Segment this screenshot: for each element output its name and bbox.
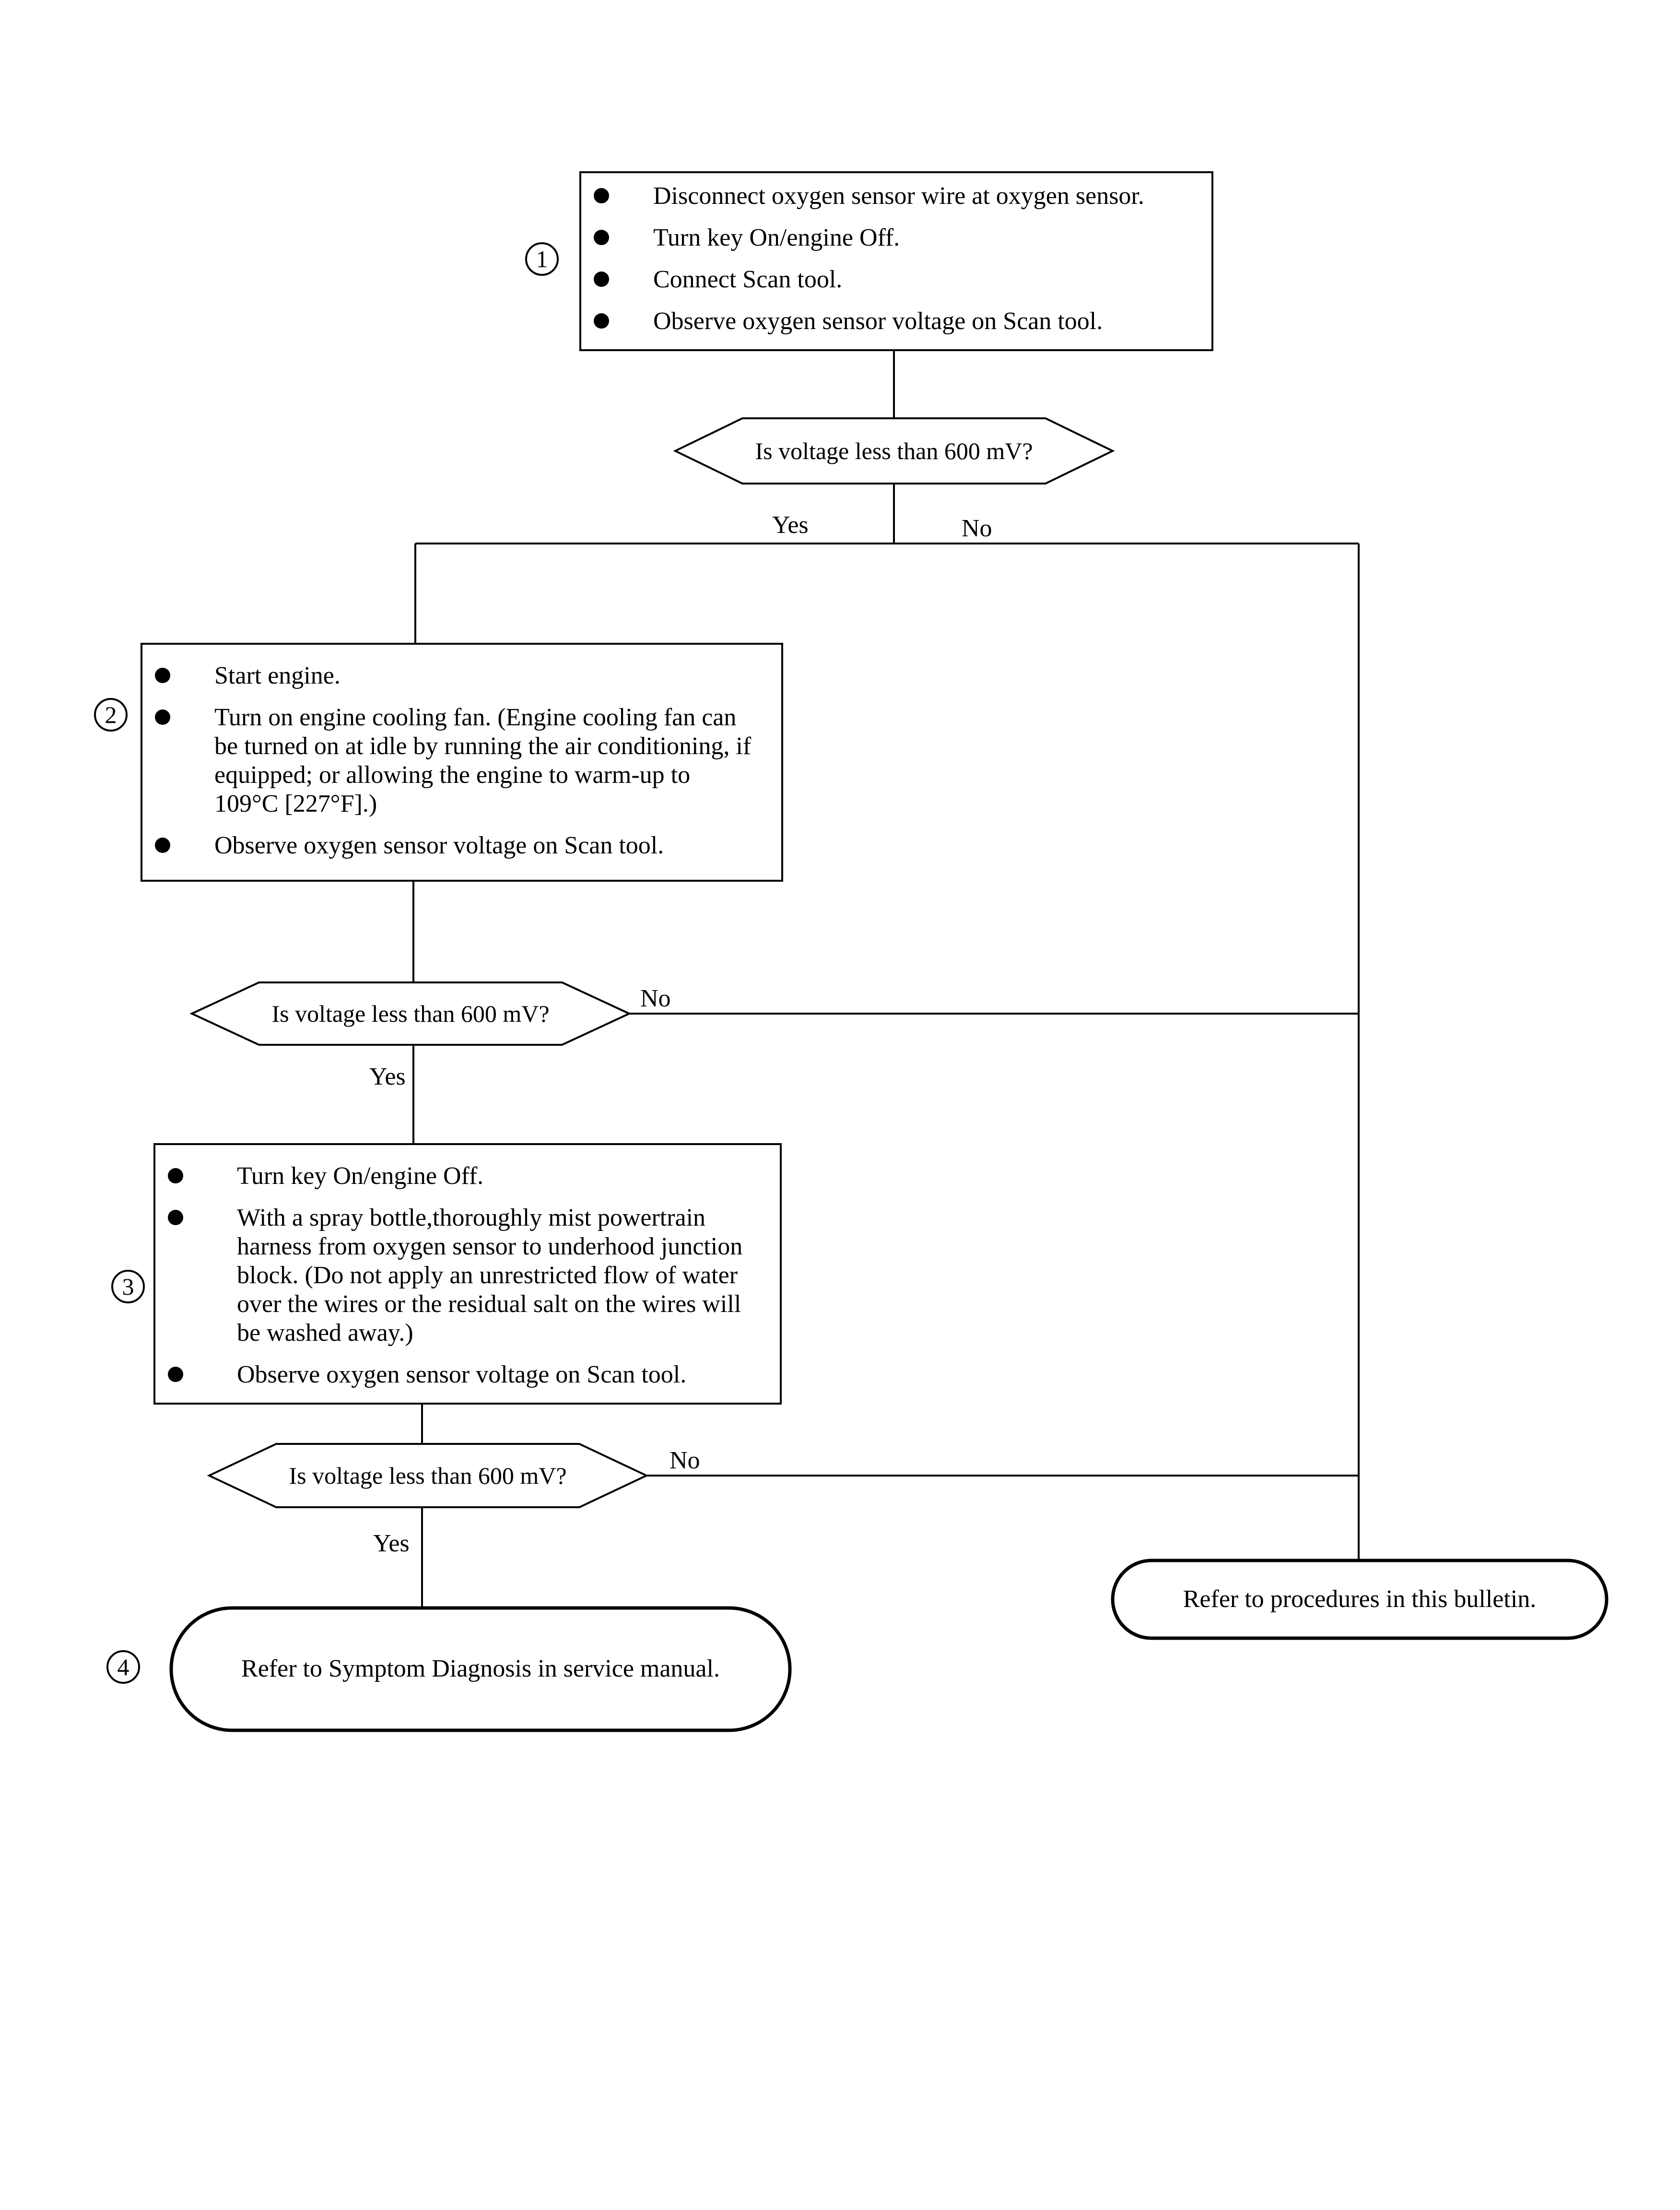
step-2-item-text: Observe oxygen sensor voltage on Scan to… xyxy=(214,832,664,859)
decision-3-yes-label: Yes xyxy=(373,1530,410,1557)
bullet-icon xyxy=(594,230,609,245)
step-4-number: 4 xyxy=(106,1650,140,1684)
decision-3-shape xyxy=(207,1443,649,1508)
bullet-icon xyxy=(594,188,609,203)
bullet-icon xyxy=(155,709,170,725)
step-2-item: Start engine. xyxy=(142,662,781,690)
step-2-list: Start engine. Turn on engine cooling fan… xyxy=(142,662,781,860)
step-1-item: Connect Scan tool. xyxy=(581,265,1211,294)
bullet-icon xyxy=(155,668,170,683)
step-3-item-text: Turn key On/engine Off. xyxy=(237,1162,484,1190)
terminal-symptom-text: Refer to Symptom Diagnosis in service ma… xyxy=(241,1655,720,1682)
step-2-item: Turn on engine cooling fan. (Engine cool… xyxy=(142,703,781,818)
decision-2-no-label: No xyxy=(640,985,671,1012)
step-3-item-text: Observe oxygen sensor voltage on Scan to… xyxy=(237,1361,687,1388)
step-2-box: Start engine. Turn on engine cooling fan… xyxy=(141,643,783,882)
step-1-item: Observe oxygen sensor voltage on Scan to… xyxy=(581,307,1211,336)
bullet-icon xyxy=(594,272,609,287)
bullet-icon xyxy=(155,838,170,853)
step-3-number: 3 xyxy=(111,1270,145,1303)
decision-1-question: Is voltage less than 600 mV? xyxy=(755,437,1033,464)
terminal-bulletin-text: Refer to procedures in this bulletin. xyxy=(1183,1585,1537,1613)
terminal-bulletin-shape xyxy=(1111,1559,1609,1640)
step-3-item: Observe oxygen sensor voltage on Scan to… xyxy=(155,1360,780,1389)
step-3-item-text: With a spray bottle,thoroughly mist powe… xyxy=(237,1204,743,1347)
step-1-item-text: Turn key On/engine Off. xyxy=(653,224,900,251)
step-1-box: Disconnect oxygen sensor wire at oxygen … xyxy=(579,171,1213,351)
bullet-icon xyxy=(168,1210,183,1225)
bullet-icon xyxy=(168,1168,183,1183)
step-1-item: Turn key On/engine Off. xyxy=(581,224,1211,252)
decision-1-no-label: No xyxy=(962,515,992,542)
step-2-item: Observe oxygen sensor voltage on Scan to… xyxy=(142,831,781,860)
step-2-item-text: Start engine. xyxy=(214,662,341,689)
decision-3-question: Is voltage less than 600 mV? xyxy=(289,1462,567,1489)
step-1-item: Disconnect oxygen sensor wire at oxygen … xyxy=(581,182,1211,211)
decision-3-no-label: No xyxy=(670,1447,700,1474)
decision-2-yes-label: Yes xyxy=(369,1063,406,1090)
decision-2-question: Is voltage less than 600 mV? xyxy=(271,1000,550,1027)
step-3-item: Turn key On/engine Off. xyxy=(155,1162,780,1191)
decision-1-yes-label: Yes xyxy=(772,511,809,539)
terminal-symptom-shape xyxy=(169,1606,792,1732)
decision-2-shape xyxy=(189,981,632,1046)
step-2-item-text: Turn on engine cooling fan. (Engine cool… xyxy=(214,704,752,817)
step-1-item-text: Disconnect oxygen sensor wire at oxygen … xyxy=(653,182,1144,210)
decision-1-shape xyxy=(673,417,1115,485)
step-1-number: 1 xyxy=(525,242,559,276)
step-3-item: With a spray bottle,thoroughly mist powe… xyxy=(155,1204,780,1347)
step-3-list: Turn key On/engine Off. With a spray bot… xyxy=(155,1162,780,1389)
step-1-item-text: Observe oxygen sensor voltage on Scan to… xyxy=(653,307,1103,335)
step-2-number: 2 xyxy=(94,698,128,732)
step-3-box: Turn key On/engine Off. With a spray bot… xyxy=(153,1143,782,1405)
step-1-list: Disconnect oxygen sensor wire at oxygen … xyxy=(581,182,1211,336)
bullet-icon xyxy=(594,313,609,329)
bullet-icon xyxy=(168,1367,183,1382)
step-1-item-text: Connect Scan tool. xyxy=(653,266,843,293)
